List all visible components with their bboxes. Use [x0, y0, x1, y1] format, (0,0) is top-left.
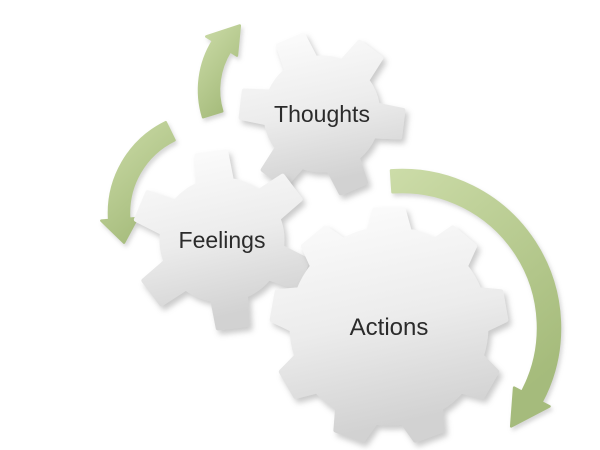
curved-arrow-up-right-icon	[197, 24, 242, 119]
gear-thoughts-shape	[238, 32, 406, 196]
gear-actions: Actions	[269, 207, 509, 443]
gear-feelings-label: Feelings	[179, 227, 266, 253]
gear-thoughts-label: Thoughts	[274, 101, 370, 127]
gear-feelings: Feelings	[133, 149, 311, 331]
curved-arrow-clockwise-icon	[389, 168, 562, 428]
curved-arrow-down-left-icon	[100, 120, 176, 244]
gear-thoughts: Thoughts	[238, 32, 406, 196]
gear-actions-label: Actions	[350, 314, 429, 341]
gear-feelings-shape	[133, 149, 311, 331]
gear-actions-shape	[269, 207, 509, 443]
